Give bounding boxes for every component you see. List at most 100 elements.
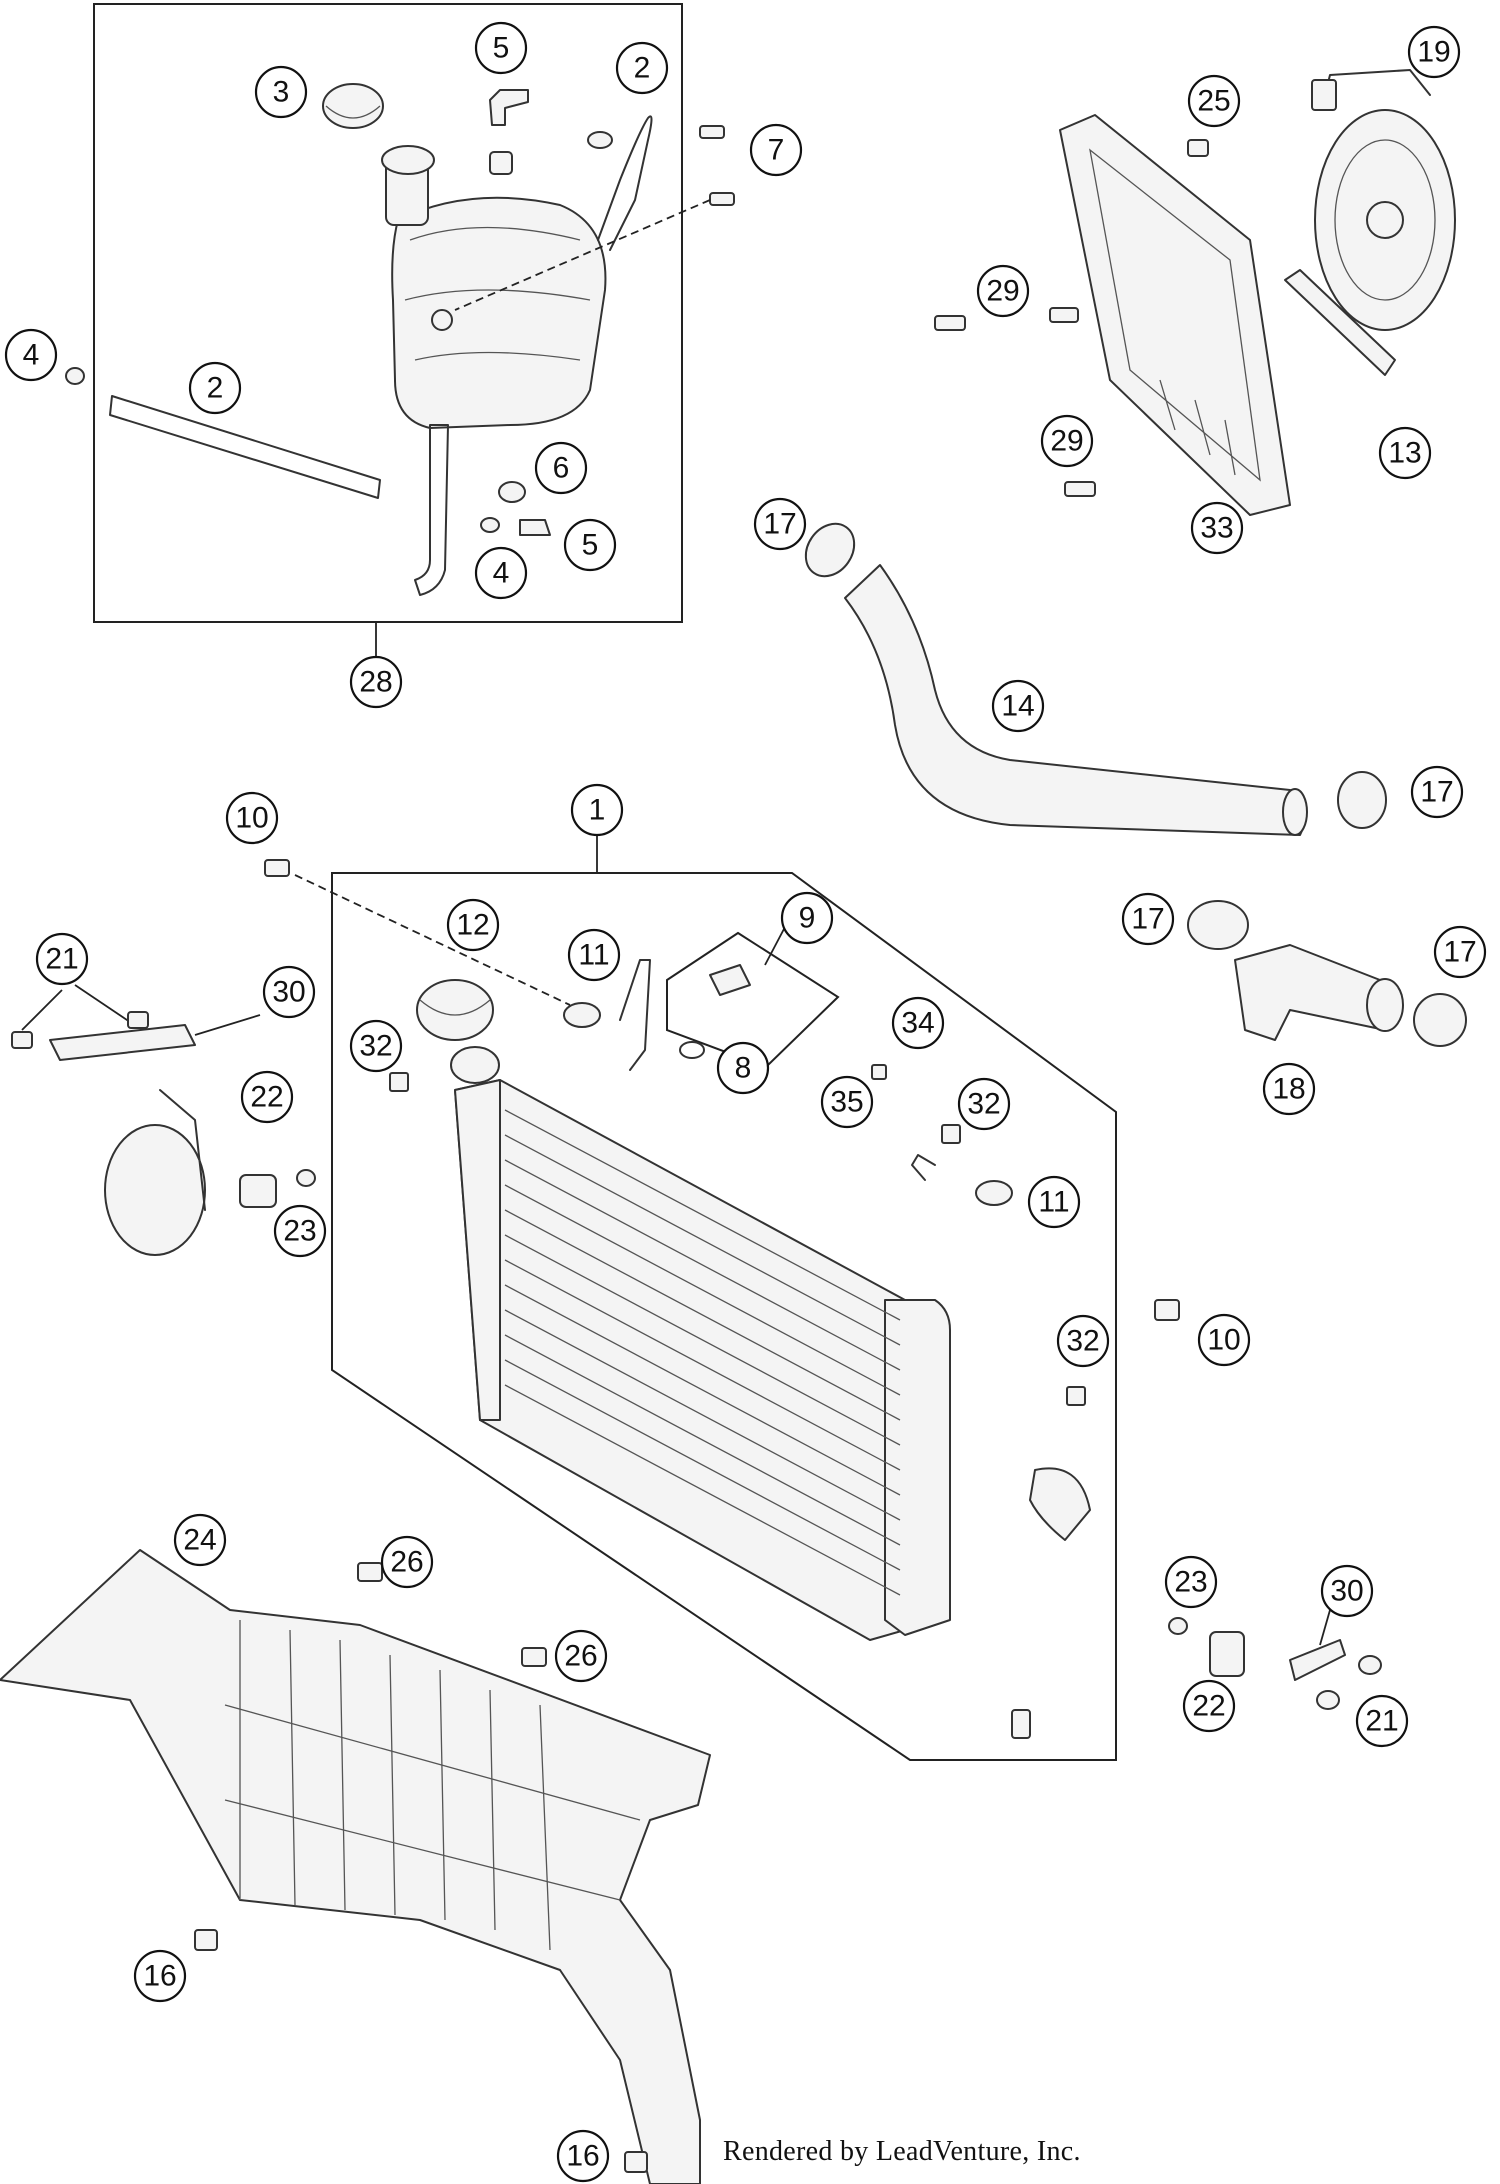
rubber-damper-right: [1168, 1617, 1245, 1677]
render-credit: Rendered by LeadVenture, Inc.: [723, 2136, 1081, 2167]
callout-3: 3: [254, 65, 308, 119]
callout-26-top: 26: [380, 1535, 434, 1589]
mount-bracket-left: [11, 984, 261, 1061]
callout-5-top: 5: [474, 21, 528, 75]
callout-25: 25: [1187, 74, 1241, 128]
callout-22-right: 22: [1182, 1679, 1236, 1733]
callout-21-right: 21: [1355, 1694, 1409, 1748]
svg-text:10: 10: [235, 802, 268, 835]
overflow-hose-upper: [597, 115, 653, 251]
svg-text:17: 17: [1131, 903, 1164, 936]
callout-28: 28: [349, 655, 403, 709]
tank-screws: [454, 125, 735, 311]
radiator-fan: [1311, 69, 1456, 331]
svg-text:9: 9: [799, 902, 816, 935]
lower-coolant-hose: [1234, 944, 1404, 1041]
callout-13: 13: [1378, 426, 1432, 480]
svg-text:23: 23: [1174, 1566, 1207, 1599]
drain-hose: [414, 424, 449, 596]
svg-text:4: 4: [493, 557, 510, 590]
svg-text:34: 34: [901, 1007, 934, 1040]
svg-text:13: 13: [1388, 437, 1421, 470]
svg-text:5: 5: [582, 529, 599, 562]
svg-text:23: 23: [283, 1215, 316, 1248]
svg-text:32: 32: [359, 1030, 392, 1063]
svg-text:2: 2: [207, 372, 224, 405]
callout-5-lower: 5: [563, 518, 617, 572]
svg-text:22: 22: [1192, 1690, 1225, 1723]
svg-text:18: 18: [1272, 1073, 1305, 1106]
mount-bracket-right: [1289, 1609, 1382, 1710]
svg-text:26: 26: [390, 1546, 423, 1579]
callout-14: 14: [991, 679, 1045, 733]
svg-text:17: 17: [1443, 936, 1476, 969]
callout-33: 33: [1190, 501, 1244, 555]
breather-hose: [109, 395, 381, 499]
svg-text:30: 30: [1330, 1575, 1363, 1608]
hose-elbow-fitting: [489, 89, 529, 175]
radiator-bolts: [264, 859, 1180, 1739]
callout-32-mid: 32: [957, 1077, 1011, 1131]
callout-35: 35: [820, 1075, 874, 1129]
callout-34: 34: [891, 996, 945, 1050]
hose-clamps: [804, 522, 1467, 1047]
svg-text:2: 2: [634, 52, 651, 85]
callout-17-mid: 17: [1121, 892, 1175, 946]
svg-text:12: 12: [456, 909, 489, 942]
callout-12: 12: [446, 898, 500, 952]
svg-text:16: 16: [143, 1960, 176, 1993]
callout-4-left: 4: [4, 328, 58, 382]
radiator-guard: [0, 1549, 711, 2184]
callout-32-left: 32: [349, 1019, 403, 1073]
callout-9: 9: [780, 891, 834, 945]
svg-text:10: 10: [1207, 1324, 1240, 1357]
callout-10-top: 10: [225, 791, 279, 845]
callout-17-right: 17: [1410, 765, 1464, 819]
callout-19: 19: [1407, 25, 1461, 79]
fan-bracket-plate: [1284, 269, 1396, 376]
callout-4-lower: 4: [474, 546, 528, 600]
radiator: [450, 959, 1091, 1641]
svg-text:28: 28: [359, 666, 392, 699]
callout-2-top: 2: [615, 41, 669, 95]
upper-coolant-hose: [844, 564, 1308, 836]
callout-23-right: 23: [1164, 1555, 1218, 1609]
expansion-tank-assembly-frame: [93, 3, 683, 662]
svg-text:30: 30: [272, 976, 305, 1009]
callout-8: 8: [716, 1041, 770, 1095]
callout-1: 1: [570, 783, 624, 837]
tank-small-fittings: [65, 367, 551, 536]
callout-11-right: 11: [1027, 1175, 1081, 1229]
svg-text:1: 1: [589, 794, 606, 827]
radiator-assembly-frame: [331, 835, 1117, 1761]
svg-text:32: 32: [1066, 1325, 1099, 1358]
fan-switch-frame: [666, 926, 840, 1069]
callout-23-left: 23: [273, 1204, 327, 1258]
guard-screws: [194, 1562, 648, 2173]
callout-21-left: 21: [35, 932, 89, 986]
callout-18: 18: [1262, 1062, 1316, 1116]
radiator-cap: [416, 979, 494, 1041]
svg-text:11: 11: [1038, 1186, 1069, 1219]
callout-29-lower: 29: [1040, 414, 1094, 468]
svg-text:21: 21: [45, 943, 78, 976]
svg-text:19: 19: [1417, 36, 1450, 69]
callout-29-top: 29: [976, 264, 1030, 318]
clips-and-fasteners: [389, 1064, 1086, 1406]
svg-text:11: 11: [578, 939, 609, 972]
svg-text:7: 7: [768, 134, 785, 167]
svg-text:16: 16: [566, 2140, 599, 2173]
svg-text:8: 8: [735, 1052, 752, 1085]
svg-text:5: 5: [493, 32, 510, 65]
callout-10-right: 10: [1197, 1313, 1251, 1367]
horn-left: [104, 1089, 206, 1256]
svg-text:17: 17: [1420, 776, 1453, 809]
rubber-damper-left: [239, 1169, 316, 1208]
svg-text:25: 25: [1197, 85, 1230, 118]
callout-17-far-right: 17: [1433, 925, 1487, 979]
callout-16-bottom: 16: [556, 2129, 610, 2183]
svg-text:6: 6: [553, 452, 570, 485]
expansion-tank: [381, 145, 607, 429]
hose-clamp-top: [587, 131, 613, 149]
